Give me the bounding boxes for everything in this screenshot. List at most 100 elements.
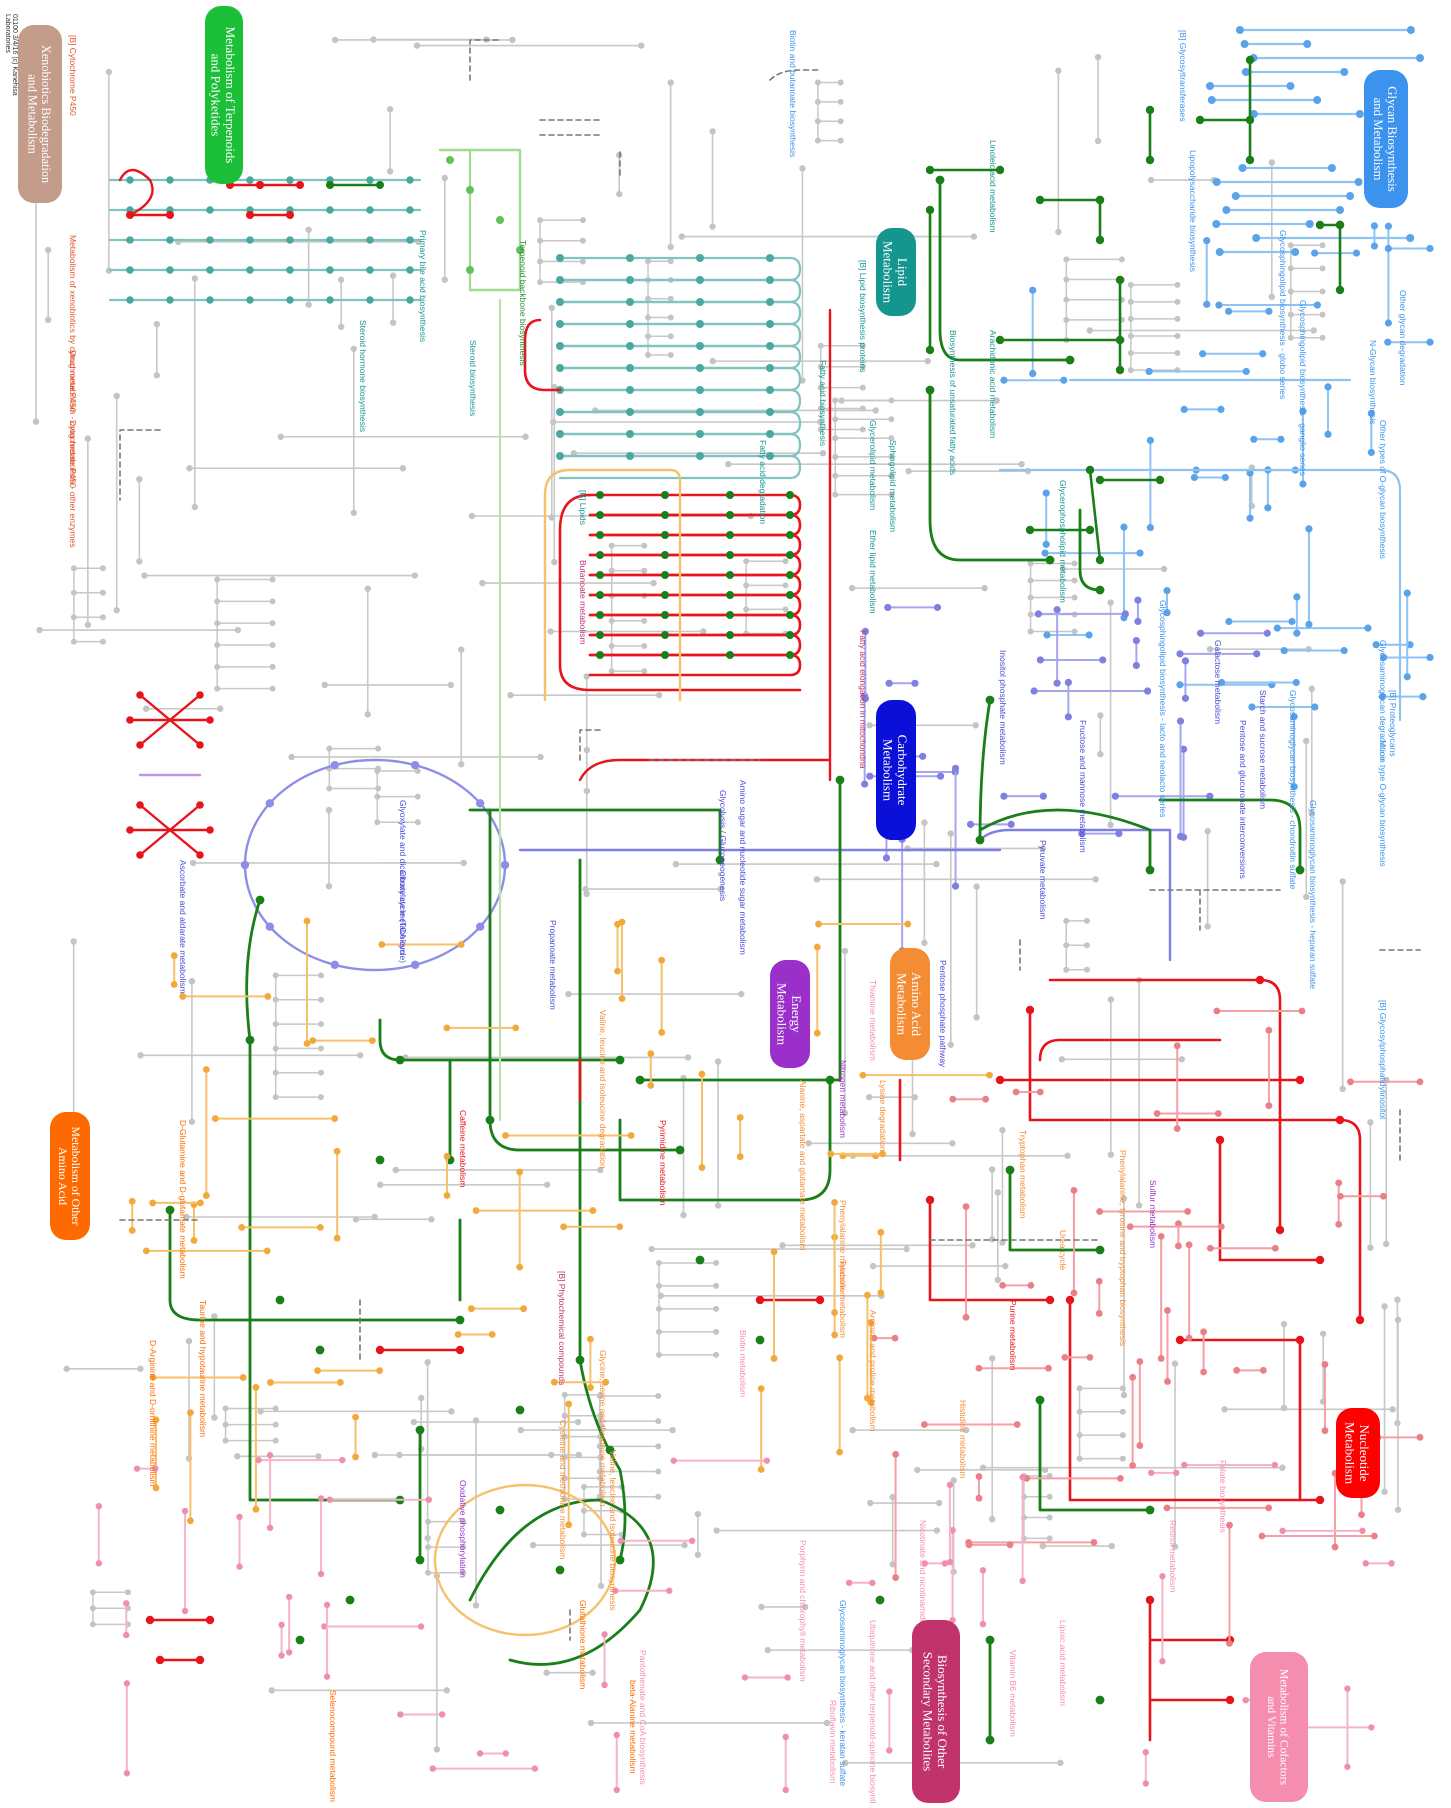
compound-node — [253, 1384, 260, 1391]
compound-node — [926, 346, 934, 354]
compound-node — [1096, 476, 1104, 484]
compound-node — [458, 646, 464, 652]
category-badge-other_amino_acid[interactable]: Metabolism of OtherAmino Acid — [50, 1112, 90, 1240]
compound-node — [346, 1596, 355, 1605]
compound-node — [580, 258, 586, 264]
compound-node — [318, 1571, 324, 1577]
compound-node — [986, 1736, 995, 1745]
pathway-label: Biotin and butanoate biosynthesis — [788, 30, 798, 157]
compound-node — [1144, 687, 1151, 694]
compound-node — [696, 1256, 705, 1265]
compound-node — [206, 236, 214, 244]
compound-node — [626, 452, 634, 460]
pathway-label: Arginine and proline metabolism — [868, 1310, 878, 1431]
compound-node — [619, 919, 626, 926]
compound-node — [106, 69, 112, 75]
compound-node — [1066, 1296, 1074, 1304]
compound-node — [818, 343, 824, 349]
compound-node — [911, 680, 918, 687]
category-badge-lipid[interactable]: LipidMetabolism — [876, 228, 916, 316]
compound-node — [1059, 1056, 1065, 1062]
compound-node — [196, 1656, 204, 1664]
compound-node — [1303, 738, 1309, 744]
compound-node — [1006, 1166, 1015, 1175]
compound-node — [892, 1574, 899, 1581]
compound-node — [234, 1453, 240, 1459]
compound-node — [203, 1192, 210, 1199]
category-badge-amino_acid[interactable]: Amino AcidMetabolism — [890, 948, 930, 1060]
compound-node — [1164, 1378, 1171, 1385]
compound-node — [1218, 1223, 1225, 1230]
compound-node — [709, 223, 715, 229]
compound-node — [1394, 1296, 1400, 1302]
compound-node — [656, 1283, 662, 1289]
category-badge-nucleotide[interactable]: NucleotideMetabolism — [1336, 1408, 1380, 1498]
compound-node — [461, 860, 467, 866]
compound-node — [1186, 1241, 1193, 1248]
compound-node — [766, 276, 774, 284]
compound-node — [656, 1352, 662, 1358]
compound-node — [1047, 1494, 1053, 1500]
compound-node — [1216, 1136, 1224, 1144]
compound-node — [1299, 1008, 1306, 1015]
compound-node — [1002, 1263, 1008, 1269]
reaction-path — [590, 595, 800, 615]
compound-node — [1212, 220, 1220, 228]
compound-node — [256, 181, 264, 189]
category-badge-terpenoid[interactable]: Metabolism of Terpenoidsand Polyketides — [205, 6, 243, 184]
compound-node — [1336, 221, 1344, 229]
category-badge-cofactors[interactable]: Metabolism of Cofactorsand Vitamins — [1250, 1652, 1308, 1802]
compound-node — [849, 1427, 855, 1433]
compound-node — [949, 1140, 955, 1146]
nucleotide-pathway — [1050, 980, 1280, 1230]
compound-node — [296, 1636, 305, 1645]
compound-node — [973, 883, 979, 889]
reaction-path — [560, 324, 800, 346]
pathway-label: D-Glutamine and D-glutamate metabolism — [178, 1120, 188, 1279]
pathway-label: Drug metabolism - other enzymes — [68, 420, 78, 548]
compound-node — [1043, 541, 1050, 548]
compound-node — [375, 746, 381, 752]
compound-node — [1007, 1541, 1014, 1548]
category-badge-xenobiotics[interactable]: Xenobiotics Biodegradationand Metabolism — [18, 25, 62, 203]
compound-node — [1250, 436, 1257, 443]
compound-node — [136, 741, 144, 749]
category-badge-energy[interactable]: EnergyMetabolism — [770, 960, 810, 1068]
compound-node — [815, 118, 821, 124]
compound-node — [581, 1532, 587, 1538]
compound-node — [338, 277, 344, 283]
compound-node — [641, 643, 647, 649]
pathway-label: [B] Glycosyltransferases — [1178, 30, 1188, 122]
pathway-label: Fatty acid degradation — [758, 440, 768, 524]
compound-node — [125, 1589, 131, 1595]
reaction-path — [590, 555, 800, 575]
compound-node — [756, 1296, 764, 1304]
compound-node — [377, 1182, 383, 1188]
compound-node — [1128, 316, 1134, 322]
compound-node — [1174, 333, 1180, 339]
category-badge-carbohydrate[interactable]: CarbohydrateMetabolism — [876, 700, 916, 840]
compound-node — [100, 614, 106, 620]
compound-node — [626, 342, 634, 350]
compound-node — [1047, 1515, 1053, 1521]
compound-node — [522, 434, 528, 440]
category-badge-secondary[interactable]: Biosynthesis of OtherSecondary Metabolit… — [912, 1620, 960, 1803]
compound-node — [1242, 68, 1250, 76]
category-badge-glycan[interactable]: Glycan Biosynthesisand Metabolism — [1364, 70, 1408, 208]
compound-node — [1146, 156, 1154, 164]
compound-node — [1077, 1432, 1083, 1438]
compound-node — [1417, 1078, 1424, 1085]
compound-node — [136, 558, 142, 564]
pathway-label: Other types of O-glycan biosynthesis — [1378, 420, 1388, 559]
compound-node — [1389, 1406, 1395, 1412]
compound-node — [442, 277, 448, 283]
compound-node — [223, 1422, 229, 1428]
compound-node — [1337, 1193, 1344, 1200]
compound-node — [838, 99, 844, 105]
compound-node — [710, 358, 716, 364]
highlighted-pathway — [980, 700, 990, 840]
compound-node — [1037, 656, 1044, 663]
compound-node — [926, 206, 934, 214]
compound-node — [71, 639, 77, 645]
compound-node — [726, 591, 734, 599]
